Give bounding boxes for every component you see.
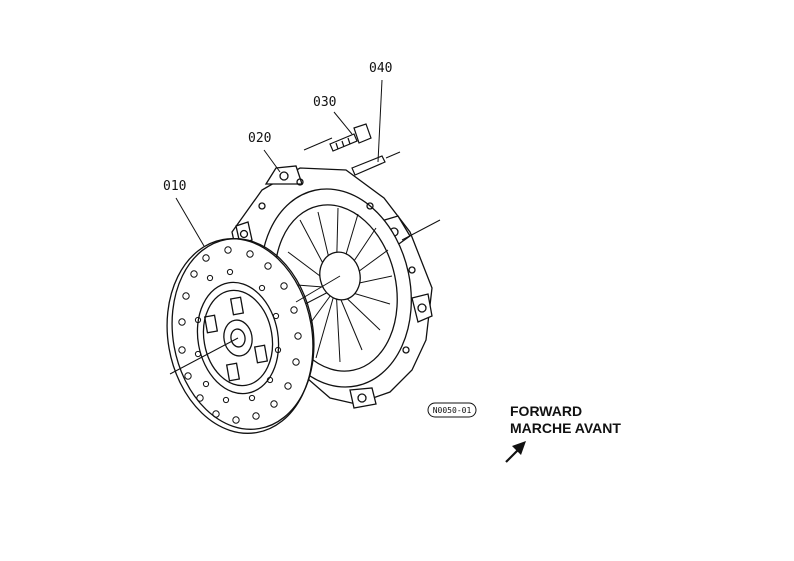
part-label-020: 020: [248, 131, 271, 146]
leader-lines: [169, 79, 441, 375]
direction-forward-label: FORWARD: [510, 403, 582, 419]
reference-code: N0050-01: [433, 406, 472, 415]
dowel-pin-icon: [351, 155, 386, 176]
bolt-icon: [329, 123, 372, 152]
direction-marche-avant-label: MARCHE AVANT: [510, 420, 621, 436]
reference-code-badge: N0050-01: [427, 402, 477, 418]
forward-arrow-icon: [505, 441, 526, 463]
part-label-040: 040: [369, 61, 392, 76]
part-label-030: 030: [313, 95, 336, 110]
part-label-010: 010: [163, 179, 186, 194]
